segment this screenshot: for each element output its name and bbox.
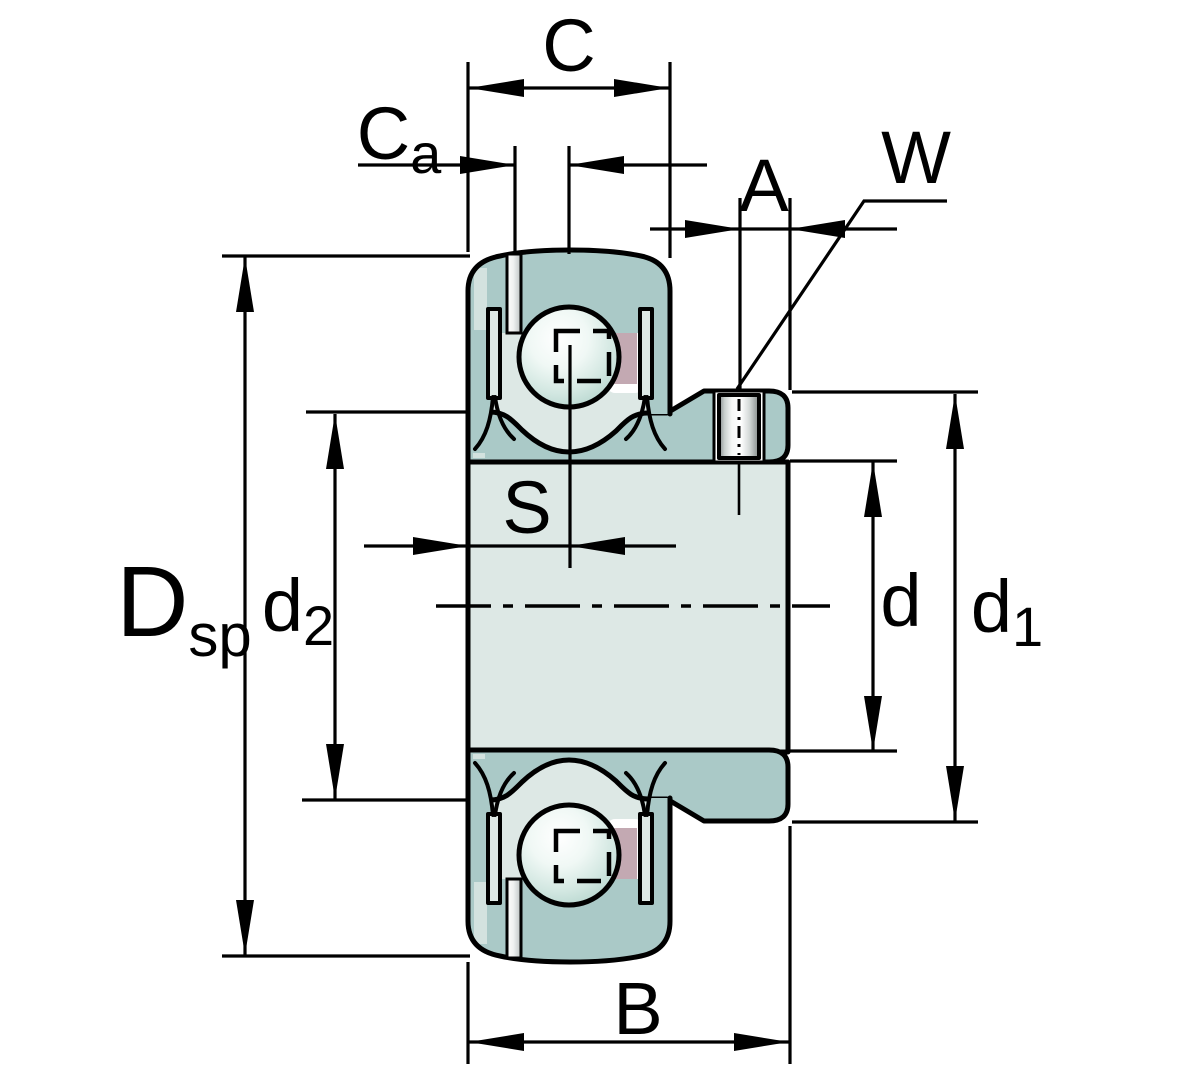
dim-label-A: A (739, 144, 789, 227)
leader-W (735, 199, 947, 390)
dimension-Ca (358, 146, 707, 254)
dim-label-B: B (613, 967, 663, 1050)
dim-label-W: W (881, 116, 951, 199)
bearing-bottom-half (468, 750, 788, 962)
ball-bottom (516, 802, 622, 908)
dimension-d (790, 459, 897, 753)
dim-label-C: C (542, 4, 596, 87)
ball-top-dashed-square (553, 328, 612, 384)
dimension-A (650, 198, 897, 390)
ball-bottom-dashed-square (553, 828, 612, 884)
dimension-Dsp (222, 254, 470, 958)
dimension-C (466, 62, 672, 258)
dim-label-d: d (880, 559, 922, 642)
dim-label-S: S (502, 466, 552, 549)
set-screw (712, 389, 766, 515)
dimension-B (466, 826, 792, 1064)
dimension-d2 (302, 410, 468, 802)
dimension-S (364, 345, 676, 568)
dimension-d1 (792, 390, 978, 824)
